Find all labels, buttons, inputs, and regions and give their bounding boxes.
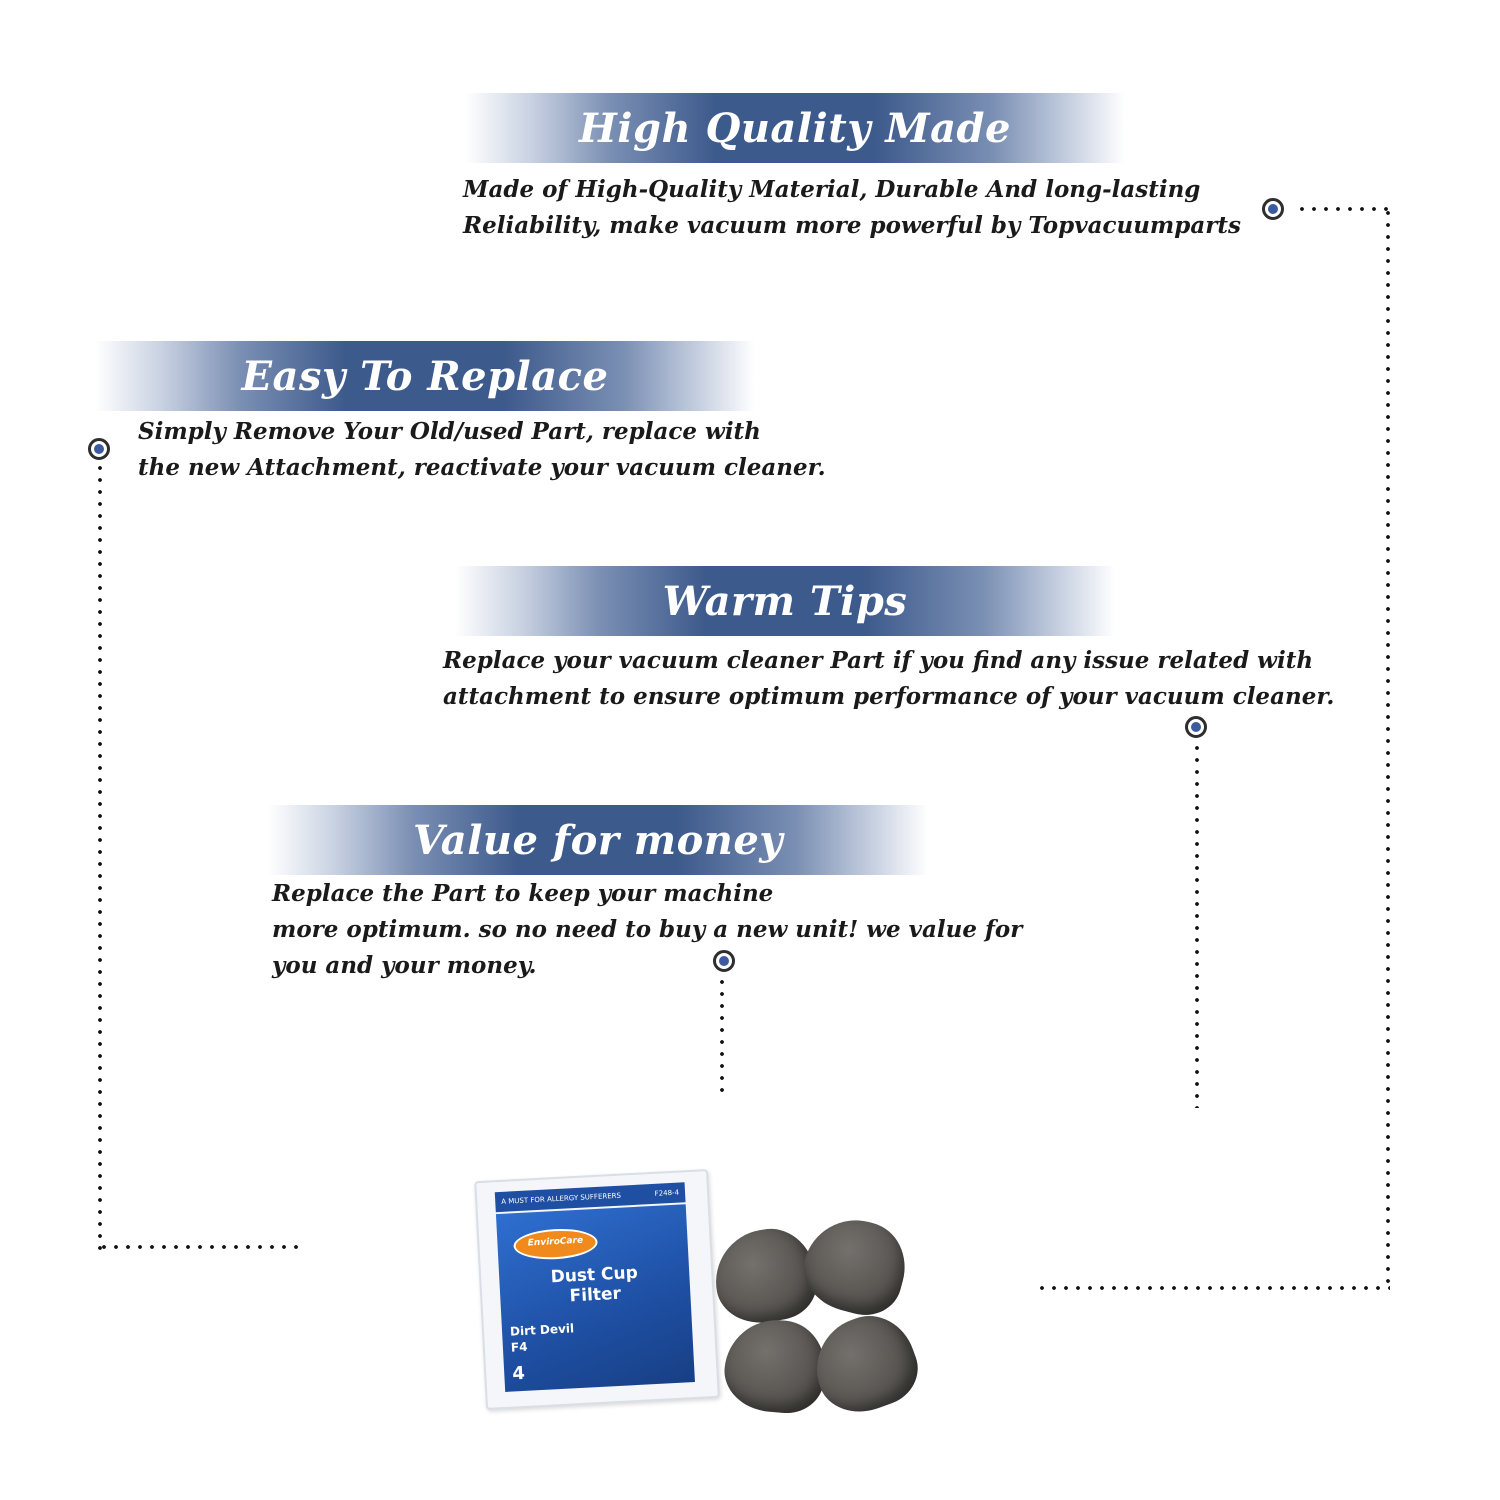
marker-dot-icon: [88, 438, 110, 460]
description-line: Replace the Part to keep your machine: [272, 880, 774, 907]
filter-cone: [802, 1303, 928, 1425]
description-high-quality: Made of High-Quality Material, Durable A…: [463, 172, 1241, 244]
banner-title: Warm Tips: [662, 577, 908, 625]
description-line: Reliability, make vacuum more powerful b…: [463, 212, 1241, 239]
package-body: EnviroCare Dust Cup Filter Dirt Devil F4…: [495, 1204, 695, 1392]
description-line: you and your money.: [272, 952, 537, 979]
connector-line: [720, 976, 724, 1092]
product-image: A MUST FOR ALLERGY SUFFERERS F248-4 Envi…: [470, 1169, 928, 1430]
filter-cone: [721, 1315, 829, 1417]
package-title: Dust Cup Filter: [499, 1260, 691, 1310]
banner-title: High Quality Made: [579, 104, 1011, 152]
banner-title: Easy To Replace: [241, 352, 609, 400]
filter-cone: [794, 1208, 916, 1324]
marker-dot-icon: [713, 950, 735, 972]
connector-line: [1036, 1286, 1390, 1290]
connector-line: [1195, 742, 1199, 1108]
description-warm-tips: Replace your vacuum cleaner Part if you …: [443, 643, 1334, 715]
marker-dot-icon: [1185, 716, 1207, 738]
description-value-money: Replace the Part to keep your machine mo…: [272, 876, 1022, 984]
package-code: F248-4: [654, 1188, 680, 1198]
banner-easy-replace: Easy To Replace: [95, 341, 755, 411]
banner-warm-tips: Warm Tips: [455, 566, 1115, 636]
description-line: Made of High-Quality Material, Durable A…: [463, 176, 1201, 203]
marker-dot-icon: [1262, 198, 1284, 220]
description-line: the new Attachment, reactivate your vacu…: [138, 454, 826, 481]
description-line: Simply Remove Your Old/used Part, replac…: [138, 418, 761, 445]
package-model-line: F4: [510, 1339, 528, 1355]
connector-line: [1386, 207, 1390, 1289]
banner-high-quality: High Quality Made: [465, 93, 1125, 163]
package-top-text: A MUST FOR ALLERGY SUFFERERS: [501, 1191, 622, 1206]
connector-line: [1296, 207, 1388, 211]
package-count: 4: [511, 1362, 526, 1385]
package-model: Dirt Devil F4: [510, 1320, 576, 1355]
filter-package: A MUST FOR ALLERGY SUFFERERS F248-4 Envi…: [474, 1169, 720, 1410]
banner-title: Value for money: [412, 816, 784, 864]
package-model-line: Dirt Devil: [509, 1321, 575, 1339]
connector-line: [98, 1245, 298, 1249]
description-easy-replace: Simply Remove Your Old/used Part, replac…: [138, 414, 826, 486]
description-line: Replace your vacuum cleaner Part if you …: [443, 647, 1314, 674]
connector-line: [98, 462, 102, 1250]
description-line: attachment to ensure optimum performance…: [443, 683, 1335, 710]
brand-logo: EnviroCare: [512, 1226, 599, 1262]
banner-value-money: Value for money: [268, 805, 928, 875]
description-line: more optimum. so no need to buy a new un…: [272, 916, 1023, 943]
